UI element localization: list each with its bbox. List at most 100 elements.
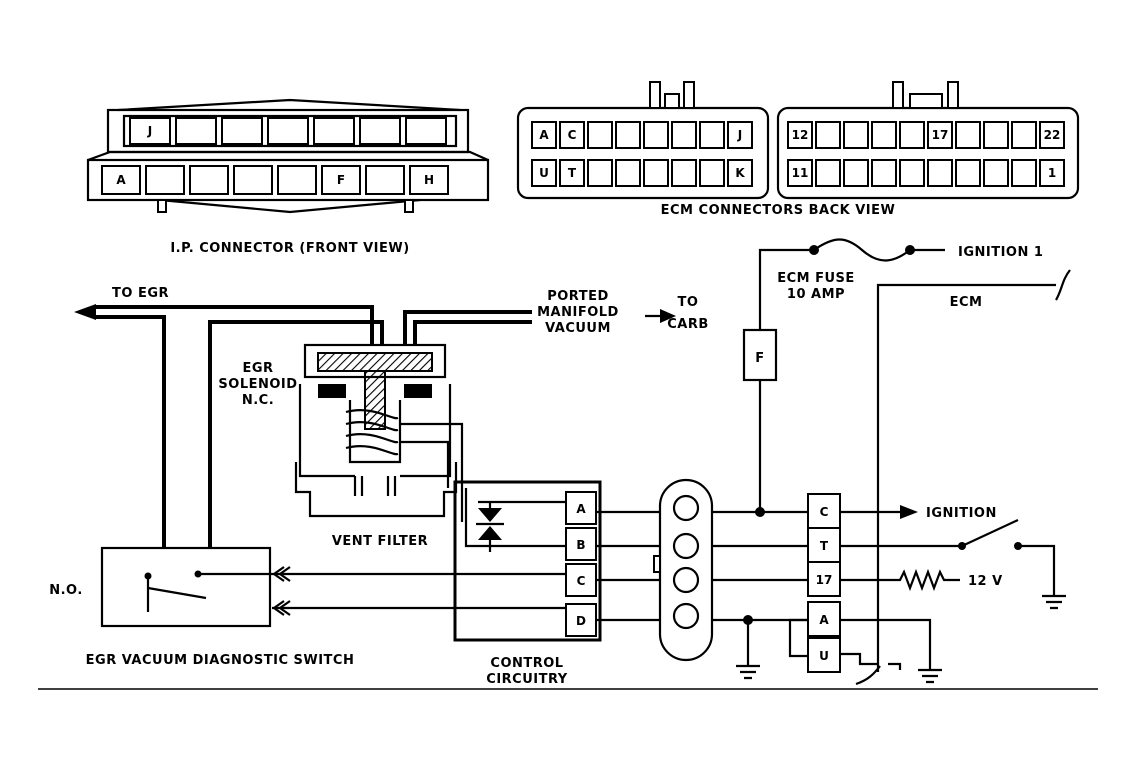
- ip-top-cavity-label: J: [147, 124, 152, 138]
- ip-bottom-cavity-label: F: [337, 173, 345, 187]
- ignition-1-label: IGNITION 1: [958, 245, 1043, 260]
- ecm-right-bottom-cavity: [899, 159, 925, 187]
- ecm-right-top-cavity: [843, 121, 869, 149]
- ecm-right-top-cavity: [983, 121, 1009, 149]
- control-pin-label: C: [577, 574, 586, 588]
- ecm-left-top-cavity: [671, 121, 697, 149]
- ecm-pin-label: A: [819, 613, 829, 627]
- ecm-left-bottom-cavity: [531, 159, 557, 187]
- to-carb-label-1: TO: [678, 295, 699, 310]
- ip-bottom-cavity: [233, 165, 273, 195]
- ecm-left-top-cavity: [615, 121, 641, 149]
- control-pin: [565, 527, 597, 561]
- ported-label-2: MANIFOLD: [537, 305, 619, 320]
- ip-top-cavity: [129, 117, 171, 145]
- control-label-1: CONTROL: [490, 656, 563, 671]
- ecm-connectors-caption: ECM CONNECTORS BACK VIEW: [661, 203, 896, 218]
- to-carb-arrow: [660, 309, 676, 323]
- ecm-left-bottom-cavity: [671, 159, 697, 187]
- ip-connector-caption: I.P. CONNECTOR (FRONT VIEW): [170, 241, 409, 256]
- ecm-left-bottom-cavity: [587, 159, 613, 187]
- ecm-left-top-cavity: [587, 121, 613, 149]
- ip-bottom-cavity: [409, 165, 449, 195]
- ip-bottom-cavity: [145, 165, 185, 195]
- ecm-module: ECM C T 17A U IGNITION 12 V: [788, 269, 1071, 686]
- ecm-right-bottom-cavity: [843, 159, 869, 187]
- ip-top-cavity: [359, 117, 401, 145]
- ecm-pin-label: 17: [816, 573, 833, 587]
- control-pin: [565, 491, 597, 525]
- ip-top-cavity: [405, 117, 447, 145]
- ecm-left-top-cavity: [699, 121, 725, 149]
- ip-top-cavity: [313, 117, 355, 145]
- to-egr-arrow: [74, 304, 96, 320]
- ecm-right-top-cavity: [1011, 121, 1037, 149]
- ecm-right-top-cavity-label: 22: [1044, 128, 1061, 142]
- fuse-letter: F: [755, 351, 764, 366]
- ecm-label: ECM: [950, 295, 983, 310]
- ecm-left-top-cavity: [531, 121, 557, 149]
- ignition-label: IGNITION: [926, 506, 997, 521]
- ip-top-cavity: [267, 117, 309, 145]
- ip-bottom-cavity: [189, 165, 229, 195]
- ground-symbol: [736, 664, 760, 680]
- ecm-right-bottom-cavity: [955, 159, 981, 187]
- ecm-right-top-cavity: [927, 121, 953, 149]
- ported-label-3: VACUUM: [545, 321, 611, 336]
- solenoid-label-1: EGR: [242, 361, 273, 376]
- ecm-right-bottom-cavity: [983, 159, 1009, 187]
- ecm-left-bottom-cavity: [727, 159, 753, 187]
- ecm-left-top-cavity: [643, 121, 669, 149]
- ecm-left-bottom-cavity: [559, 159, 585, 187]
- ecm-right-bottom-cavity: [815, 159, 841, 187]
- ecm-pin: [807, 561, 841, 597]
- ecm-right-top-cavity: [787, 121, 813, 149]
- ip-bottom-cavity: [321, 165, 361, 195]
- ecm-right-top-cavity: [871, 121, 897, 149]
- ground-symbol-ecm: [918, 668, 942, 684]
- resistor-symbol: [840, 568, 960, 592]
- ecm-right-bottom-cavity: [1011, 159, 1037, 187]
- control-pin-label: A: [576, 502, 586, 516]
- to-carb-label-2: CARB: [667, 317, 709, 332]
- ecm-pin-label: T: [820, 539, 829, 553]
- egr-solenoid: EGR SOLENOID N.C. VENT FILTER: [218, 343, 464, 549]
- ground-symbol-switch: [1042, 594, 1066, 610]
- no-label: N.O.: [49, 583, 83, 598]
- control-pin-label: D: [576, 614, 586, 628]
- control-label-2: CIRCUITRY: [486, 672, 567, 687]
- ecm-left-bottom-cavity: [643, 159, 669, 187]
- solenoid-label-3: N.C.: [242, 393, 274, 408]
- ecm-pin-label: U: [819, 649, 829, 663]
- egr-vacuum-diagnostic-switch: N.O. EGR VACUUM DIAGNOSTIC SWITCH: [49, 546, 566, 668]
- ip-bottom-cavity: [365, 165, 405, 195]
- ecm-right-bottom-cavity: [871, 159, 897, 187]
- ecm-right-bottom-cavity: [927, 159, 953, 187]
- ecm-left-top-cavity: [727, 121, 753, 149]
- to-egr-label: TO EGR: [112, 286, 169, 301]
- ecm-fuse-label-2: 10 AMP: [787, 287, 845, 302]
- ecm-right-bottom-cavity-label: 1: [1048, 166, 1056, 180]
- ecm-left-bottom-cavity-label: T: [568, 166, 577, 180]
- ecm-left-bottom-cavity-label: K: [735, 166, 745, 180]
- ip-top-cavity: [175, 117, 217, 145]
- ecm-left-top-cavity: [559, 121, 585, 149]
- ecm-left-top-cavity-label: C: [568, 128, 577, 142]
- ecm-right-top-cavity: [815, 121, 841, 149]
- ecm-right-top-cavity-label: 12: [792, 128, 809, 142]
- ecm-pin-label: C: [820, 505, 829, 519]
- inline-connector: [596, 478, 808, 680]
- ecm-right-top-cavity: [955, 121, 981, 149]
- twelve-v-label: 12 V: [968, 574, 1003, 589]
- ecm-left-top-cavity-label: A: [539, 128, 549, 142]
- ip-bottom-cavity: [101, 165, 141, 195]
- vacuum-hoses: TO EGR PORTED MANIFOLD VACUUM TO CARB: [74, 286, 709, 548]
- ecm-left-bottom-cavity: [615, 159, 641, 187]
- ecm-fuse-label-1: ECM FUSE: [777, 271, 855, 286]
- ecm-left-bottom-cavity-label: U: [539, 166, 549, 180]
- ip-bottom-cavity-label: A: [116, 173, 126, 187]
